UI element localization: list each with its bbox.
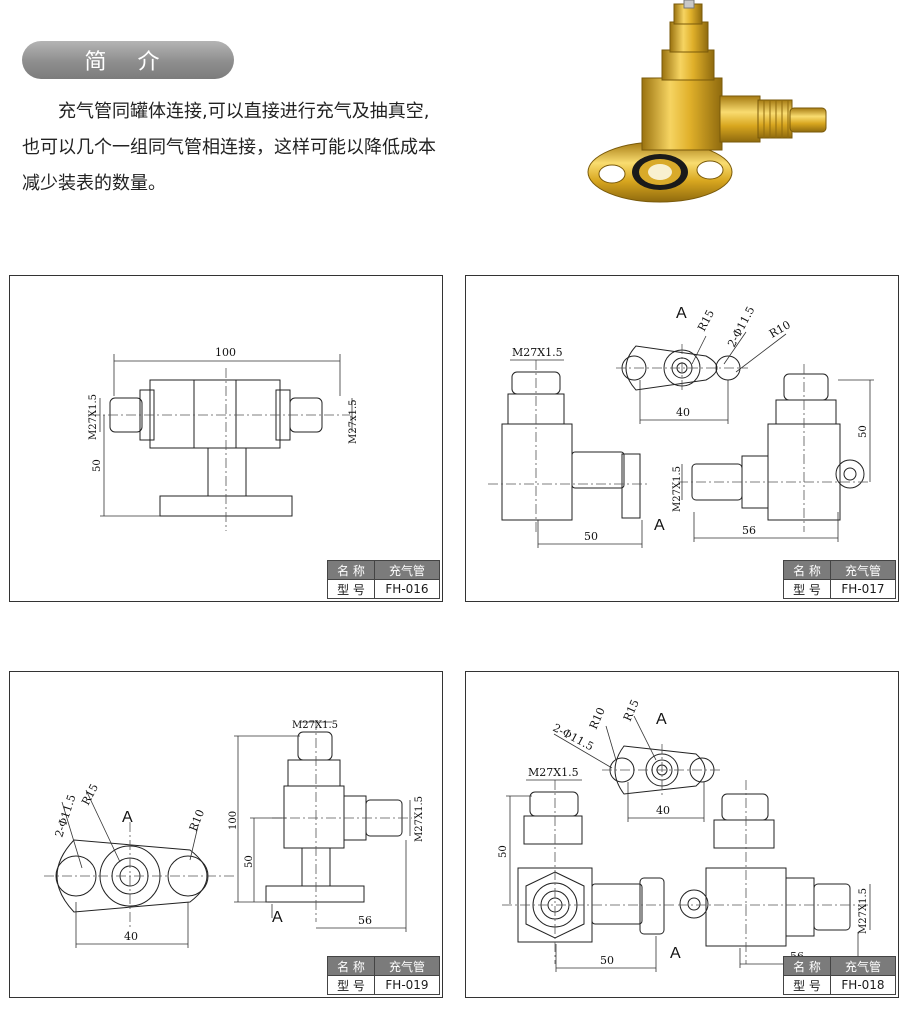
intro-line-3: 减少装表的数量。 <box>22 173 166 194</box>
dim-r15: R15 <box>621 698 642 724</box>
dim-r10: R10 <box>587 706 608 732</box>
dim-len: 56 <box>358 914 372 927</box>
value-name: 充气管 <box>374 956 440 976</box>
section-title-pill: 简 介 <box>22 41 234 79</box>
drawing-panel-fh-019: A R15 2-Φ11.5 R10 40 M27X1.5 M27X1.5 100… <box>9 671 443 998</box>
dim-pitch: 40 <box>676 406 690 419</box>
dim-thread-right: M27x1.5 <box>348 399 359 444</box>
drawing-fh-019: A R15 2-Φ11.5 R10 40 M27X1.5 M27X1.5 100… <box>44 720 425 948</box>
dim-thread-side: M27X1.5 <box>414 796 425 842</box>
intro-line-2: 也可以几个一组同气管相连接，这样可能以降低成本 <box>22 137 436 158</box>
drawing-panel-fh-017: A R15 2-Φ11.5 R10 M27X1.5 40 M27X1.5 50 … <box>465 275 899 602</box>
dim-thread-top: M27X1.5 <box>528 766 579 779</box>
intro-line-1: 充气管同罐体连接,可以直接进行充气及抽真空, <box>58 101 430 122</box>
dim-width: 100 <box>215 346 236 359</box>
dim-thread-top: M27X1.5 <box>292 720 338 731</box>
arrow-a: A <box>670 945 681 962</box>
label-model: 型 号 <box>783 579 831 599</box>
label-name: 名 称 <box>783 956 831 976</box>
dim-height: 50 <box>498 845 509 858</box>
dim-r15: R15 <box>695 308 717 334</box>
dim-h100: 100 <box>228 811 239 830</box>
dim-r10: R10 <box>187 808 207 834</box>
dim-holes: 2-Φ11.5 <box>52 793 78 839</box>
dim-thread-left: M27X1.5 <box>88 394 99 440</box>
brass-valve-photo <box>587 0 827 203</box>
label-name: 名 称 <box>327 956 375 976</box>
label-model: 型 号 <box>783 975 831 995</box>
dim-r15: R15 <box>79 782 101 808</box>
dim-height: 50 <box>92 459 103 472</box>
dim-len-right: 56 <box>742 524 756 537</box>
value-model: FH-019 <box>374 975 440 995</box>
value-model: FH-017 <box>830 579 896 599</box>
value-model: FH-016 <box>374 579 440 599</box>
value-name: 充气管 <box>830 560 896 580</box>
value-name: 充气管 <box>374 560 440 580</box>
view-mark-a: A <box>122 809 133 826</box>
arrow-a: A <box>654 517 665 534</box>
drawing-fh-016: 100 M27X1.5 M27x1.5 50 <box>88 346 359 531</box>
label-name: 名 称 <box>327 560 375 580</box>
dim-pitch: 40 <box>656 804 670 817</box>
drawing-fh-017: A R15 2-Φ11.5 R10 M27X1.5 40 M27X1.5 50 … <box>488 304 874 548</box>
label-model: 型 号 <box>327 579 375 599</box>
dim-len-left: 50 <box>584 530 598 543</box>
label-name: 名 称 <box>783 560 831 580</box>
intro-text: 充气管同罐体连接,可以直接进行充气及抽真空, 也可以几个一组同气管相连接，这样可… <box>22 94 542 202</box>
value-name: 充气管 <box>830 956 896 976</box>
dim-height: 50 <box>858 425 869 438</box>
drawing-fh-018: A R10 R15 2-Φ11.5 40 M27X1.5 50 50 56 M2… <box>498 698 871 972</box>
drawing-panel-fh-018: A R10 R15 2-Φ11.5 40 M27X1.5 50 50 56 M2… <box>465 671 899 998</box>
dim-r10: R10 <box>767 318 793 340</box>
dim-thread-top: M27X1.5 <box>512 346 563 359</box>
value-model: FH-018 <box>830 975 896 995</box>
dim-pitch: 40 <box>124 930 138 943</box>
dim-len-left: 50 <box>600 954 614 967</box>
view-mark-a: A <box>676 305 687 322</box>
dim-thread-side: M27X1.5 <box>858 888 869 934</box>
view-mark-a: A <box>656 711 667 728</box>
section-title: 简 介 <box>84 50 172 75</box>
dim-h50: 50 <box>244 855 255 868</box>
dim-holes: 2-Φ11.5 <box>725 304 757 349</box>
arrow-a: A <box>272 909 283 926</box>
label-model: 型 号 <box>327 975 375 995</box>
dim-thread-side: M27X1.5 <box>672 466 683 512</box>
